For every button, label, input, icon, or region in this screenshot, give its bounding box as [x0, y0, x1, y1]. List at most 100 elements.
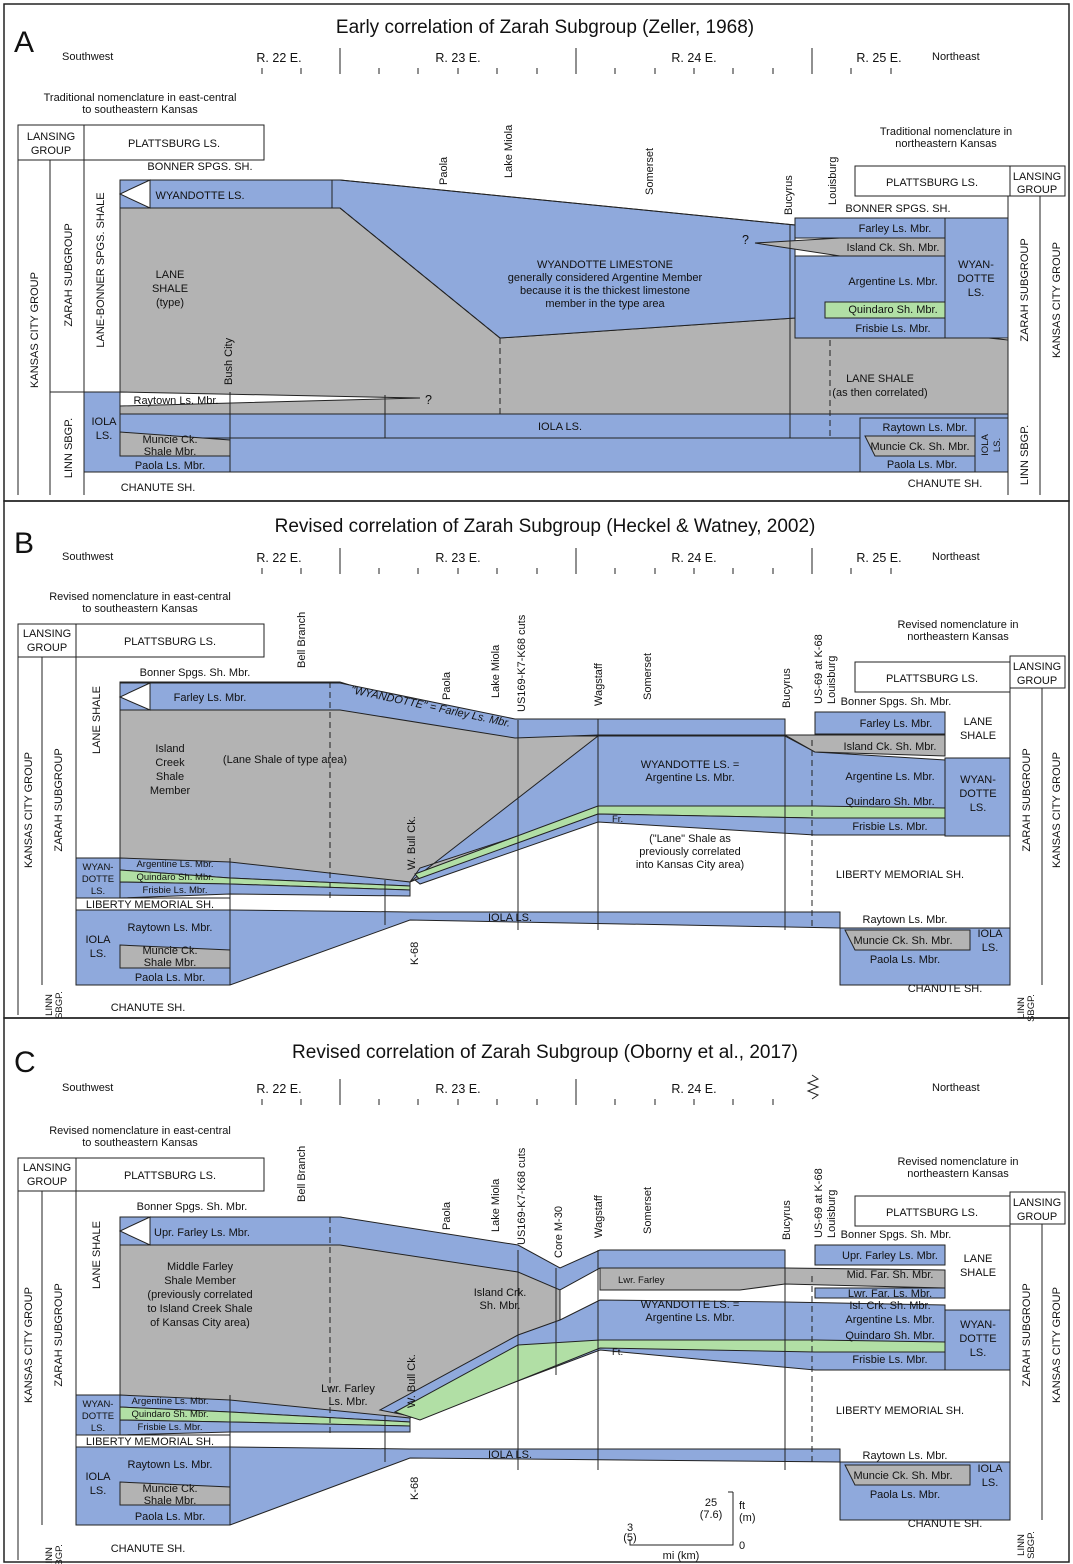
c-ft: Ft.	[612, 1347, 623, 1358]
argentine-right-label: Argentine Ls. Mbr.	[848, 276, 937, 288]
loc-bucyrus: Bucyrus	[783, 175, 795, 215]
b-muncie-right: Muncie Ck. Sh. Mbr.	[853, 935, 952, 947]
b-loc-wagstaff: Wagstaff	[593, 662, 605, 706]
c-mid-4: to Island Creek Shale	[147, 1303, 252, 1315]
c-lansing-right: LANSING	[1013, 1197, 1061, 1209]
c-upr-farley-right: Upr. Farley Ls. Mbr.	[842, 1250, 938, 1262]
b-iola-right-1: IOLA	[977, 928, 1003, 940]
c-linn-right-1: LINN	[1016, 1534, 1027, 1556]
b-liberty-right: LIBERTY MEMORIAL SH.	[836, 869, 964, 881]
b-paola-right: Paola Ls. Mbr.	[870, 954, 940, 966]
b-iola-right-2: LS.	[982, 942, 999, 954]
plattsburg-left	[83, 124, 265, 161]
chanute-left: CHANUTE SH.	[121, 482, 196, 494]
lane-bonner-label: LANE-BONNER SPGS. SHALE	[95, 192, 107, 347]
range-24-c: R. 24 E.	[671, 1082, 716, 1096]
b-lane-right-2: SHALE	[960, 730, 996, 742]
plattsburg-right	[854, 165, 1011, 197]
c-loc-louisburg: Louisburg	[826, 1190, 838, 1238]
loc-lake-miola: Lake Miola	[503, 124, 515, 178]
b-fr: Fr.	[612, 814, 623, 825]
c-kc-group-right: KANSAS CITY GROUP	[1051, 1287, 1063, 1403]
b-raytown-left: Raytown Ls. Mbr.	[128, 922, 213, 934]
b-frisbie-left: Frisbie Ls. Mbr.	[143, 885, 208, 896]
b-wyan-left-3: LS.	[91, 886, 105, 897]
lane-type-2: SHALE	[152, 283, 188, 295]
b-chanute-left: CHANUTE SH.	[111, 1002, 186, 1014]
c-lansing: LANSING	[23, 1162, 71, 1174]
c-wyan-right-2: DOTTE	[959, 1333, 996, 1345]
zarah-right: ZARAH SUBGROUP	[1019, 238, 1031, 341]
c-iola-right-2: LS.	[982, 1477, 999, 1489]
muncie-right-label: Muncie Ck. Sh. Mbr.	[870, 441, 969, 453]
panel-a-letter: A	[14, 26, 34, 59]
b-muncie-left-1: Muncie Ck.	[142, 945, 197, 957]
farley-right-label: Farley Ls. Mbr.	[859, 223, 932, 235]
c-lwr-farley-2: Ls. Mbr.	[328, 1396, 367, 1408]
lane-note-1: LANE SHALE	[846, 373, 914, 385]
b-bonner-left: Bonner Spgs. Sh. Mbr.	[140, 667, 251, 679]
b-bonner-right: Bonner Spgs. Sh. Mbr.	[841, 696, 952, 708]
range-23-c: R. 23 E.	[435, 1082, 480, 1096]
c-bonner-left: Bonner Spgs. Sh. Mbr.	[137, 1201, 248, 1213]
c-wyandotte	[378, 1299, 946, 1419]
c-zarah-left: ZARAH SUBGROUP	[53, 1283, 65, 1386]
b-quindaro-left: Quindaro Sh. Mbr.	[136, 872, 213, 883]
chanute-right: CHANUTE SH.	[908, 478, 983, 490]
b-muncie-left-2: Shale Mbr.	[144, 957, 197, 969]
zarah-left: ZARAH SUBGROUP	[63, 223, 75, 326]
lansing-right-label: LANSING	[1013, 171, 1061, 183]
direction-sw-b: Southwest	[62, 551, 113, 563]
scale-km: (5)	[623, 1532, 636, 1544]
c-loc-bell-branch: Bell Branch	[296, 1146, 308, 1202]
c-island-1: Island Crk.	[474, 1287, 527, 1299]
scale-ft: 25	[705, 1497, 717, 1509]
b-lansing-right: LANSING	[1013, 661, 1061, 673]
section-ticks	[261, 48, 892, 74]
b-zarah-left: ZARAH SUBGROUP	[53, 748, 65, 851]
c-plattsburg-right: PLATTSBURG LS.	[886, 1207, 978, 1219]
c-loc-bucyrus: Bucyrus	[781, 1200, 793, 1240]
direction-sw: Southwest	[62, 51, 113, 63]
b-raytown-right: Raytown Ls. Mbr.	[863, 914, 948, 926]
raytown-left: Raytown Ls. Mbr.	[134, 395, 219, 407]
c-island-2: Sh. Mbr.	[480, 1300, 521, 1312]
c-mid-5: of Kansas City area)	[150, 1317, 250, 1329]
b-left-note-2: to southeastern Kansas	[82, 603, 198, 615]
c-wyan-left-3: LS.	[91, 1423, 105, 1434]
b-wyan-right-1: WYAN-	[960, 774, 996, 786]
loc-louisburg: Louisburg	[827, 157, 839, 205]
c-loc-somerset: Somerset	[642, 1187, 654, 1234]
b-iola-left-2: LS.	[90, 948, 107, 960]
bonner-right: BONNER SPGS. SH.	[845, 203, 950, 215]
scale-units: mi (km)	[663, 1550, 700, 1562]
b-loc-k68: K-68	[409, 942, 421, 965]
b-plattsburg-left: PLATTSBURG LS.	[124, 636, 216, 648]
c-wyan-left-2: DOTTE	[82, 1411, 114, 1422]
c-right-note-1: Revised nomenclature in	[897, 1156, 1018, 1168]
b-island-4: Member	[150, 785, 191, 797]
b-lane-right-1: LANE	[964, 716, 993, 728]
wyandotte-right-box	[944, 217, 1009, 339]
left-note-1: Traditional nomenclature in east-central	[44, 92, 237, 104]
c-group: GROUP	[27, 1176, 67, 1188]
b-right-note-2: northeastern Kansas	[907, 631, 1009, 643]
paola-left: Paola Ls. Mbr.	[135, 460, 205, 472]
scale-bar: 25 (7.6) ft (m) 0 3 (5) mi (km)	[623, 1491, 756, 1562]
c-iola-right-1: IOLA	[977, 1463, 1003, 1475]
bonner-left: BONNER SPGS. SH.	[147, 161, 252, 173]
c-loc-paola: Paola	[441, 1201, 453, 1230]
b-group-right: GROUP	[1017, 675, 1057, 687]
c-wyan-right-3: LS.	[970, 1347, 987, 1359]
muncie-left-2: Shale Mbr.	[144, 446, 197, 458]
c-bonner-right: Bonner Spgs. Sh. Mbr.	[841, 1229, 952, 1241]
c-lane-left: LANE SHALE	[91, 1221, 103, 1289]
iola-right-v2: LS.	[992, 438, 1003, 452]
c-loc-k68: K-68	[409, 1477, 421, 1500]
range-24: R. 24 E.	[671, 51, 716, 65]
b-wyandotte-1: WYANDOTTE LS. =	[641, 759, 740, 771]
iola-middle: IOLA LS.	[538, 421, 582, 433]
panel-b-title: Revised correlation of Zarah Subgroup (H…	[275, 516, 816, 537]
wyandotte-note-2: generally considered Argentine Member	[508, 272, 703, 284]
c-liberty-left: LIBERTY MEMORIAL SH.	[86, 1436, 214, 1448]
